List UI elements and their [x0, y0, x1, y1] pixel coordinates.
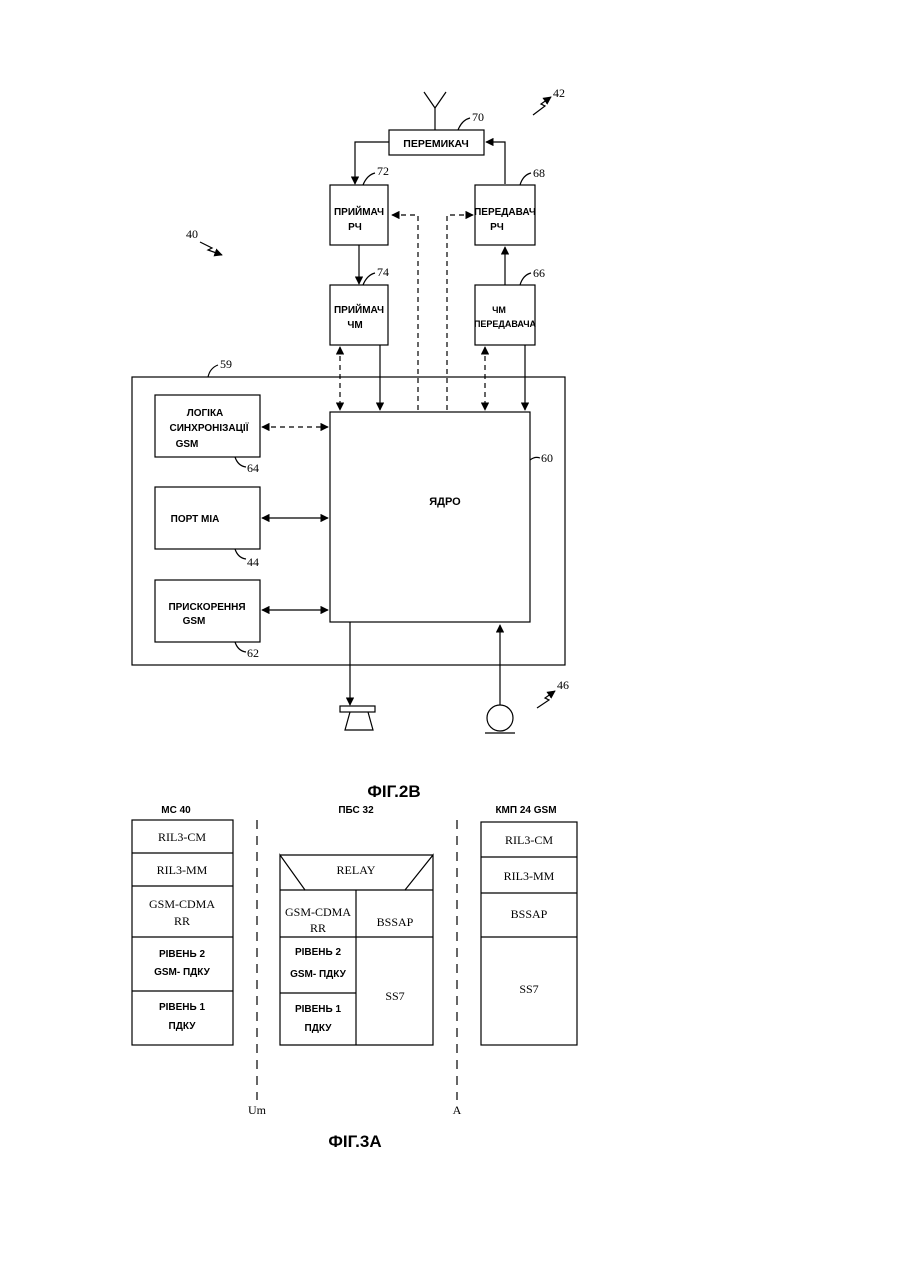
gsm-sync-label-3: GSM — [176, 439, 199, 450]
fm-transmitter-label-1: ЧМ — [492, 305, 506, 315]
ms-protocol-stack: RIL3-CM RIL3-MM GSM-CDMA RR РІВЕНЬ 2 GSM… — [132, 820, 233, 1045]
rf-receiver-label-2: РЧ — [348, 222, 362, 233]
gsm-accel-label-2: GSM — [183, 616, 206, 627]
chip-ref: 59 — [220, 357, 232, 371]
rf-receiver-block: ПРИЙМАЧ РЧ 72 — [330, 164, 389, 245]
speaker-icon — [340, 706, 375, 730]
gsm-accel-block: ПРИСКОРЕННЯ GSM 62 — [155, 580, 260, 660]
bss-layer-level2: РІВЕНЬ 2 — [295, 947, 342, 958]
msc-layer-ril3-mm: RIL3-MM — [504, 869, 555, 883]
core-to-rf-transmitter-control — [447, 215, 473, 410]
mia-port-ref: 44 — [247, 555, 259, 569]
fm-transmitter-label-2: ПЕРЕДАВАЧА — [474, 319, 537, 329]
core-label: ЯДРО — [429, 496, 461, 508]
fm-receiver-label-2: ЧМ — [347, 320, 362, 331]
fm-receiver-ref: 74 — [377, 265, 389, 279]
msc-layer-bssap: BSSAP — [511, 907, 548, 921]
ref-46-label: 46 — [557, 678, 569, 692]
bss-layer-bssap: BSSAP — [377, 915, 414, 929]
msc-protocol-stack: RIL3-CM RIL3-MM BSSAP SS7 — [481, 822, 577, 1045]
gsm-accel-label-1: ПРИСКОРЕННЯ — [168, 602, 245, 613]
a-interface-label: A — [453, 1103, 462, 1117]
rf-receiver-ref: 72 — [377, 164, 389, 178]
fig3a-caption: ФІГ.3А — [328, 1132, 381, 1151]
msc-layer-ss7: SS7 — [519, 982, 538, 996]
gsm-sync-ref: 64 — [247, 461, 259, 475]
bss-layer-gsm-cdma: GSM-CDMA — [285, 905, 351, 919]
fig2b-caption: ФІГ.2В — [367, 782, 420, 801]
figure-2b: 42 40 ПЕРЕМИКАЧ 70 ПРИЙМАЧ РЧ 72 ПЕР — [132, 86, 569, 801]
rf-transmitter-ref: 68 — [533, 166, 545, 180]
core-block: ЯДРО 60 — [330, 412, 553, 622]
switch-label: ПЕРЕМИКАЧ — [403, 138, 468, 150]
ms-layer-level1: РІВЕНЬ 1 — [159, 1002, 206, 1013]
ref-42: 42 — [533, 86, 565, 115]
mia-port-label: ПОРТ МІА — [171, 514, 220, 525]
microphone-icon — [485, 705, 515, 733]
ms-layer-pdku: ПДКУ — [169, 1021, 197, 1032]
ms-layer-level2: РІВЕНЬ 2 — [159, 949, 206, 960]
gsm-sync-label-1: ЛОГІКА — [187, 408, 224, 419]
rf-transmitter-label-2: РЧ — [490, 222, 504, 233]
rf-transmitter-label-1: ПЕРЕДАВАЧ — [474, 207, 536, 218]
fm-transmitter-ref: 66 — [533, 266, 545, 280]
gsm-sync-block: ЛОГІКА СИНХРОНІЗАЦІЇ GSM 64 — [155, 395, 260, 475]
rf-receiver-label-1: ПРИЙМАЧ — [334, 205, 384, 218]
msc-layer-ril3-cm: RIL3-CM — [505, 833, 553, 847]
switch-ref: 70 — [472, 110, 484, 124]
antenna-icon — [424, 92, 446, 130]
bss-layer-pdku: ПДКУ — [305, 1023, 333, 1034]
bss-layer-ss7: SS7 — [385, 989, 404, 1003]
rf-transmitter-to-switch-arrow — [486, 142, 505, 184]
core-ref: 60 — [541, 451, 553, 465]
core-to-rf-receiver-control — [392, 215, 418, 410]
bss-relay-label: RELAY — [337, 863, 376, 877]
bss-title: ПБС 32 — [338, 805, 374, 816]
gsm-sync-label-2: СИНХРОНІЗАЦІЇ — [170, 421, 249, 434]
mia-port-block: ПОРТ МІА 44 — [155, 487, 260, 569]
ref-46: 46 — [537, 678, 569, 708]
ms-layer-ril3-mm: RIL3-MM — [157, 863, 208, 877]
ms-layer-gsm-cdma: GSM-CDMA — [149, 897, 215, 911]
ref-40-label: 40 — [186, 227, 198, 241]
bss-layer-gsm-pdku: GSM- ПДКУ — [290, 969, 347, 980]
ms-layer-rr: RR — [174, 914, 190, 928]
rf-transmitter-block: ПЕРЕДАВАЧ РЧ 68 — [474, 166, 545, 245]
ms-title: МС 40 — [161, 805, 191, 816]
um-interface-label: Um — [248, 1103, 267, 1117]
ms-layer-ril3-cm: RIL3-CM — [158, 830, 206, 844]
figure-3a: МС 40 ПБС 32 КМП 24 GSM RIL3-CM RIL3-MM … — [132, 805, 577, 1151]
switch-block: ПЕРЕМИКАЧ 70 — [389, 110, 484, 155]
bss-protocol-stack: RELAY GSM-CDMA RR РІВЕНЬ 2 GSM- ПДКУ РІВ… — [280, 855, 433, 1045]
ref-40: 40 — [186, 227, 222, 255]
bss-layer-level1: РІВЕНЬ 1 — [295, 1004, 342, 1015]
msc-title: КМП 24 GSM — [495, 805, 556, 816]
ms-layer-gsm-pdku: GSM- ПДКУ — [154, 967, 211, 978]
fm-receiver-label-1: ПРИЙМАЧ — [334, 303, 384, 316]
fm-transmitter-block: ЧМ ПЕРЕДАВАЧА 66 — [474, 266, 545, 345]
ref-42-label: 42 — [553, 86, 565, 100]
gsm-accel-ref: 62 — [247, 646, 259, 660]
bss-layer-rr: RR — [310, 921, 326, 935]
